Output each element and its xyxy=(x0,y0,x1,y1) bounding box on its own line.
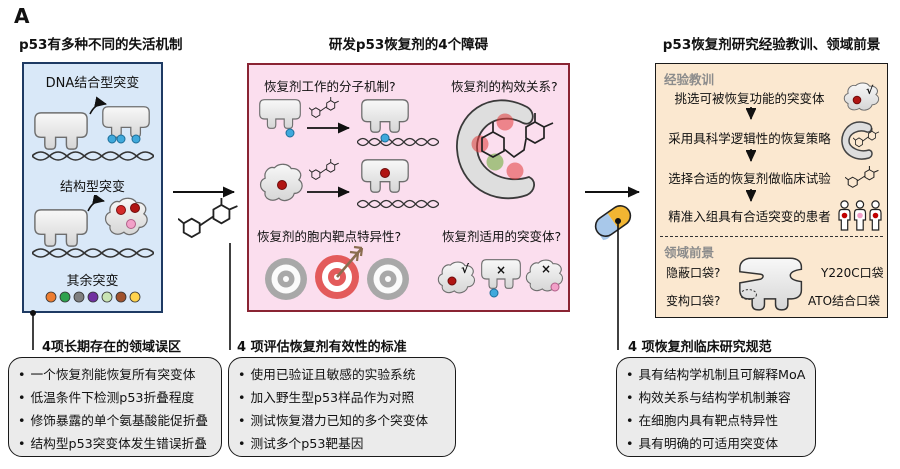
clinical-norms-box: 具有结构学机制且可解释MoA 构效关系与结构学机制兼容 在细胞内具有靶点特异性 … xyxy=(616,357,816,457)
down-arrow-icon xyxy=(746,189,756,202)
molecule-icon xyxy=(845,166,879,188)
structural-mutation-label: 结构型突变 xyxy=(59,180,125,195)
other-mutations-dots-icon xyxy=(45,291,141,303)
red-target-icon xyxy=(315,245,364,299)
obstacles-panel: 恢复剂工作的分子机制? 恢复剂的构效关系? 恢复剂的胞内靶 xyxy=(247,63,570,312)
evaluation-criteria-box: 使用已验证且敏感的实验系统 加入野生型p53样品作为对照 测试恢复潜力已知的多个… xyxy=(228,357,456,457)
step-clinical-trial: 选择合适的恢复剂做临床试验 xyxy=(668,171,831,186)
left-section-title: p53有多种不同的失活机制 xyxy=(19,37,183,53)
middle-section-title: 研发p53恢复剂的4个障碍 xyxy=(328,37,489,53)
prospects-header: 领域前景 xyxy=(664,245,715,260)
evaluation-criteria-list: 使用已验证且敏感的实验系统 加入野生型p53样品作为对照 测试恢复潜力已知的多个… xyxy=(238,363,447,455)
list-item: 修饰暴露的单个氨基酸能促折叠 xyxy=(18,409,213,432)
svg-text:×: × xyxy=(541,262,551,276)
patients-icon xyxy=(838,200,882,231)
evaluation-criteria-title: 4 项评估恢复剂有效性的标准 xyxy=(237,340,407,355)
step-enroll-patients: 精准入组具有合适突变的患者 xyxy=(668,209,831,224)
svg-text:√: √ xyxy=(461,262,470,276)
list-item: 一个恢复剂能恢复所有突变体 xyxy=(18,363,213,386)
inactivation-mechanisms-panel: DNA结合型突变 结构型突变 其余突变 xyxy=(22,62,163,313)
question-molecular-mechanism: 恢复剂工作的分子机制? xyxy=(264,79,396,94)
y220c-pocket-label: Y220C口袋 xyxy=(821,266,884,280)
p53-pockets-icon xyxy=(739,257,803,311)
list-item: 结构型p53突变体发生错误折叠 xyxy=(18,432,213,455)
applicable-mutants-icon: √ × × xyxy=(437,259,564,298)
step-select-mutants: 挑选可被恢复功能的突变体 xyxy=(674,91,825,106)
list-item: 使用已验证且敏感的实验系统 xyxy=(238,363,447,386)
list-item: 低温条件下检测p53折叠程度 xyxy=(18,386,213,409)
right-section-title: p53恢复剂研究经验教训、领域前景 xyxy=(662,37,881,53)
dna-contact-mutation-icon xyxy=(32,96,154,162)
allosteric-pocket-label: 变构口袋? xyxy=(666,294,721,308)
list-item: 加入野生型p53样品作为对照 xyxy=(238,386,447,409)
mechanism-diagram-icon xyxy=(259,97,439,209)
list-item: 构效关系与结构学机制兼容 xyxy=(626,386,807,409)
lessons-header: 经验教训 xyxy=(664,72,715,87)
step-rescue-strategy: 采用具科学逻辑性的恢复策略 xyxy=(668,131,831,146)
list-item: 测试恢复潜力已知的多个突变体 xyxy=(238,409,447,432)
clinical-norms-list: 具有结构学机制且可解释MoA 构效关系与结构学机制兼容 在细胞内具有靶点特异性 … xyxy=(626,363,807,455)
other-mutations-label: 其余突变 xyxy=(66,274,119,289)
dna-contact-mutation-label: DNA结合型突变 xyxy=(45,76,140,91)
list-item: 具有明确的可适用突变体 xyxy=(626,432,807,455)
misconceptions-box: 一个恢复剂能恢复所有突变体 低温条件下检测p53折叠程度 修饰暴露的单个氨基酸能… xyxy=(8,357,222,457)
question-target-specificity: 恢复剂的胞内靶点特异性? xyxy=(257,229,402,244)
gray-target-icon xyxy=(265,258,307,300)
connector-dot-right xyxy=(615,218,621,224)
svg-text:√: √ xyxy=(866,84,874,97)
svg-text:×: × xyxy=(496,263,506,277)
sar-pocket-icon xyxy=(456,99,554,200)
structural-mutation-icon xyxy=(32,195,154,259)
clinical-norms-title: 4 项恢复剂临床研究规范 xyxy=(628,340,772,355)
misconceptions-title: 4项长期存在的领域误区 xyxy=(42,340,182,355)
misconceptions-list: 一个恢复剂能恢复所有突变体 低温条件下检测p53折叠程度 修饰暴露的单个氨基酸能… xyxy=(18,363,213,455)
down-arrow-icon xyxy=(746,149,756,162)
gray-target-icon xyxy=(367,258,409,300)
cryptic-pocket-label: 隐蔽口袋? xyxy=(666,266,721,280)
list-item: 在细胞内具有靶点特异性 xyxy=(626,409,807,432)
restorer-molecule-icon xyxy=(178,198,239,239)
down-arrow-icon xyxy=(746,107,756,120)
question-sar: 恢复剂的构效关系? xyxy=(451,79,558,94)
figure-label: A xyxy=(14,4,30,28)
section-divider xyxy=(660,236,883,237)
question-applicable-mutants: 恢复剂适用的突变体? xyxy=(442,229,562,244)
target-specificity-icon xyxy=(265,245,409,300)
pocket-strategy-icon xyxy=(841,121,880,160)
lessons-prospects-panel: 经验教训 挑选可被恢复功能的突变体 √ 采用具科学逻辑性的恢复策略 选择合适的恢… xyxy=(655,63,888,318)
list-item: 具有结构学机制且可解释MoA xyxy=(626,363,807,386)
pill-icon xyxy=(594,205,632,241)
rescuable-mutant-icon: √ xyxy=(843,82,880,111)
ato-pocket-label: ATO结合口袋 xyxy=(808,294,881,308)
list-item: 测试多个p53靶基因 xyxy=(238,432,447,455)
